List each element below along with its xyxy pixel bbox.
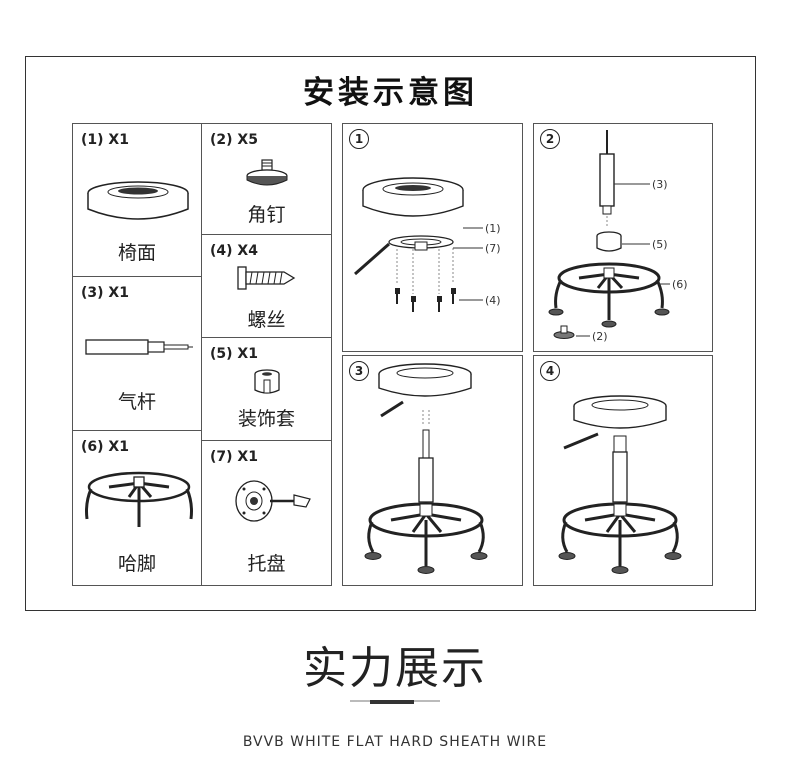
screw-icon <box>237 266 296 290</box>
part-label: (4) X4 <box>210 243 258 259</box>
part-label: (1) X1 <box>81 132 129 148</box>
part-label: (5) X1 <box>210 346 258 362</box>
callout-label: (7) <box>485 242 501 255</box>
part-name: 椅面 <box>117 242 156 264</box>
subtitle-divider-accent <box>370 700 414 704</box>
callout-label: (1) <box>485 222 501 235</box>
step-number: 4 <box>540 361 560 381</box>
corner-stud-icon <box>246 159 288 186</box>
callout-label: (5) <box>652 238 668 251</box>
step-number: 3 <box>349 361 369 381</box>
step-1-illustration: (1) (7) (4) <box>354 177 501 312</box>
step-2-illustration: (3) (5) (6) (2) <box>548 130 688 343</box>
part-cell-base: (6) X1 哈脚 <box>72 430 202 586</box>
part-label: (7) X1 <box>210 449 258 465</box>
part-cell-corner-stud: (2) X5 角钉 <box>201 123 332 235</box>
step-1-panel: 1 (1) (7) (4) <box>342 123 523 352</box>
part-name: 托盘 <box>247 553 286 575</box>
step-4-illustration <box>558 395 682 574</box>
tagline: BVVB WHITE FLAT HARD SHEATH WIRE <box>242 734 548 750</box>
assembly-diagram-frame: 安装示意图 (1) X1 椅面 (2) X5 角钉 (4) X4 <box>25 56 756 611</box>
part-name: 气杆 <box>117 391 156 413</box>
part-name: 哈脚 <box>117 553 156 575</box>
callout-label: (6) <box>672 278 688 291</box>
gas-lift-icon <box>85 339 193 355</box>
seat-icon <box>87 181 189 220</box>
part-label: (2) X5 <box>210 132 258 148</box>
callout-label: (4) <box>485 294 501 307</box>
part-cell-seat: (1) X1 椅面 <box>72 123 202 277</box>
step-number: 2 <box>540 129 560 149</box>
part-cell-screw: (4) X4 螺丝 <box>201 234 332 338</box>
callout-label: (2) <box>592 330 608 343</box>
sleeve-icon <box>254 369 280 394</box>
part-cell-gas-lift: (3) X1 气杆 <box>72 276 202 431</box>
step-3-panel: 3 <box>342 355 523 586</box>
part-label: (6) X1 <box>81 439 129 455</box>
step-3-illustration <box>364 363 488 574</box>
step-4-panel: 4 <box>533 355 713 586</box>
part-name: 螺丝 <box>247 309 286 331</box>
step-2-panel: 2 (3) (5) (6) (2) <box>533 123 713 352</box>
section-subtitle: 实力展示 <box>303 643 487 694</box>
step-number: 1 <box>349 129 369 149</box>
part-cell-tray: (7) X1 托盘 <box>201 440 332 586</box>
part-name: 角钉 <box>247 204 286 226</box>
base-icon <box>85 471 193 527</box>
part-label: (3) X1 <box>81 285 129 301</box>
diagram-title: 安装示意图 <box>303 75 478 111</box>
callout-label: (3) <box>652 178 668 191</box>
tray-icon <box>235 480 311 522</box>
part-cell-sleeve: (5) X1 装饰套 <box>201 337 332 441</box>
part-name: 装饰套 <box>237 408 295 430</box>
